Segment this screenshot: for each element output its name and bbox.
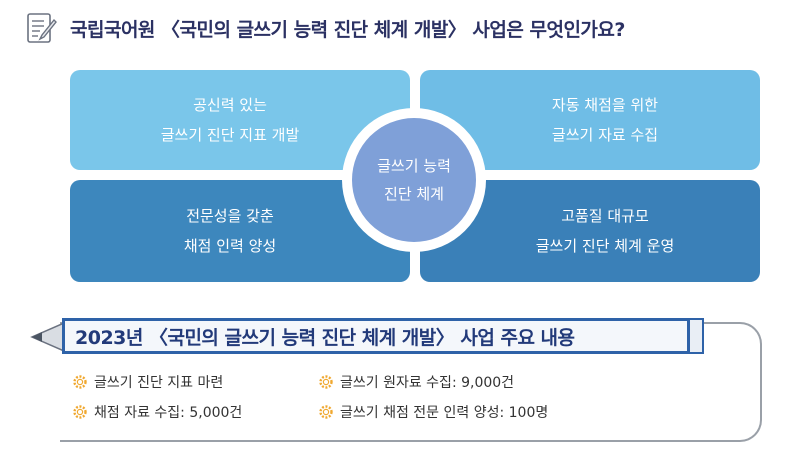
item-text: 글쓰기 진단 지표 마련 bbox=[94, 375, 224, 391]
center-line: 진단 체계 bbox=[384, 185, 444, 203]
gear-icon bbox=[73, 405, 87, 419]
page-header: 국립국어원 〈국민의 글쓰기 능력 진단 체계 개발〉 사업은 무엇인가요? bbox=[24, 8, 625, 48]
item-text: 채점 자료 수집: 5,000건 bbox=[94, 405, 243, 421]
list-item: 글쓰기 진단 지표 마련 bbox=[72, 372, 223, 392]
list-item: 채점 자료 수집: 5,000건 bbox=[72, 402, 242, 422]
quadrant-line: 채점 인력 양성 bbox=[183, 237, 277, 255]
section-title: 2023년 〈국민의 글쓰기 능력 진단 체계 개발〉 사업 주요 내용 bbox=[75, 326, 575, 349]
item-text: 글쓰기 채점 전문 인력 양성: 100명 bbox=[340, 405, 549, 421]
pencil-cap bbox=[690, 318, 704, 354]
quadrant-line: 자동 채점을 위한 bbox=[551, 96, 659, 114]
gear-icon bbox=[319, 375, 333, 389]
center-line: 글쓰기 능력 bbox=[377, 157, 451, 175]
item-text: 글쓰기 원자료 수집: 9,000건 bbox=[340, 375, 515, 391]
center-circle: 글쓰기 능력 진단 체계 bbox=[352, 118, 476, 242]
quadrant-line: 글쓰기 진단 체계 운영 bbox=[535, 237, 675, 255]
section-banner: 2023년 〈국민의 글쓰기 능력 진단 체계 개발〉 사업 주요 내용 bbox=[62, 318, 690, 354]
list-item: 글쓰기 원자료 수집: 9,000건 bbox=[318, 372, 514, 392]
pencil-tip-icon bbox=[30, 323, 64, 351]
quadrant-diagnosis-indicator: 공신력 있는 글쓰기 진단 지표 개발 bbox=[70, 70, 410, 170]
quadrant-line: 고품질 대규모 bbox=[561, 207, 649, 225]
quadrant-line: 공신력 있는 bbox=[193, 96, 267, 114]
quadrant-line: 전문성을 갖춘 bbox=[186, 207, 274, 225]
gear-icon bbox=[319, 405, 333, 419]
gear-icon bbox=[73, 375, 87, 389]
document-pencil-icon bbox=[27, 13, 57, 43]
list-item: 글쓰기 채점 전문 인력 양성: 100명 bbox=[318, 402, 548, 422]
page-title: 국립국어원 〈국민의 글쓰기 능력 진단 체계 개발〉 사업은 무엇인가요? bbox=[70, 18, 625, 41]
quadrant-line: 글쓰기 자료 수집 bbox=[551, 126, 659, 144]
quadrant-line: 글쓰기 진단 지표 개발 bbox=[160, 126, 300, 144]
